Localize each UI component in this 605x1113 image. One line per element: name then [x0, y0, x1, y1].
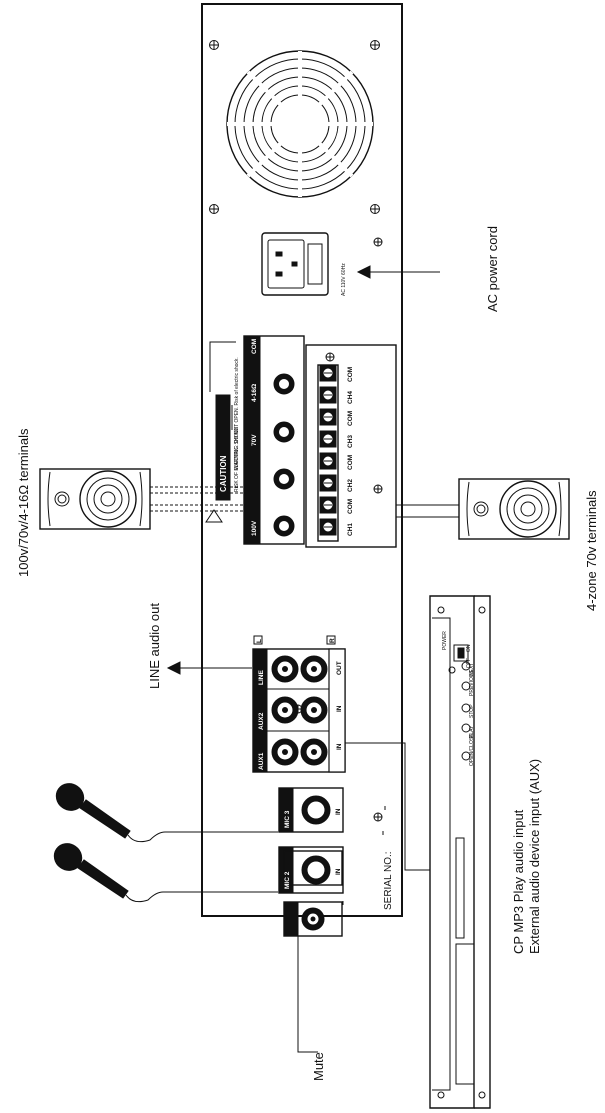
player-button-icon	[461, 751, 471, 761]
speaker-terminal-block	[243, 335, 305, 545]
caution-title: CAUTION	[219, 455, 228, 492]
power-label: POWER	[442, 631, 448, 650]
aux1-label: AUX1	[258, 752, 265, 770]
player-button-label: OPEN/CLOSE	[469, 733, 475, 766]
terminal-label: 70V	[251, 434, 258, 446]
player-button-label: PLAY	[469, 725, 475, 738]
zone-label: CH1	[347, 523, 354, 536]
terminal-label: 4-16Ω	[251, 384, 258, 402]
zone-terminal-strip	[305, 344, 397, 548]
zone-label: COM	[347, 499, 354, 514]
microphone-3-icon	[55, 783, 278, 843]
zone-screw-icon	[319, 408, 337, 426]
terminal-label: COM	[251, 339, 258, 354]
mic2-input-block	[278, 846, 344, 894]
player-button-label: NEXT	[469, 663, 475, 676]
rca-jack-icon	[300, 696, 328, 724]
zone-screw-icon	[319, 430, 337, 448]
speaker-right-icon	[458, 478, 570, 540]
aux-line-input-block	[252, 648, 346, 773]
zone-screw-icon	[319, 474, 337, 492]
zone-label: CH3	[347, 435, 354, 448]
line-label: LINE	[258, 670, 265, 685]
zone-screw-icon	[319, 518, 337, 536]
zone-terminals-label: 4-zone 70v terminals	[584, 490, 599, 611]
mute-leader	[297, 935, 318, 1053]
mp3-player-rack-unit	[429, 595, 491, 1109]
channel-marks	[253, 635, 336, 645]
microphone-2-icon	[53, 843, 278, 903]
ac-inlet-icon	[261, 232, 329, 296]
zone-screw-icon	[319, 386, 337, 404]
power-on-label: ON	[466, 644, 472, 652]
zone-screw-icon	[319, 364, 337, 382]
fan-grille-icon	[226, 50, 374, 198]
right-channel-label: R	[329, 638, 336, 643]
player-button-label: STOP	[469, 704, 475, 718]
rca-jack-icon	[271, 655, 299, 683]
player-button-icon	[461, 681, 471, 691]
speaker-terminals-label: 100v/70v/4-16Ω terminals	[16, 428, 31, 577]
power-off-label: OFF	[466, 658, 472, 668]
external-aux-label: External audio device input (AUX)	[527, 759, 542, 954]
line-out-port-label: OUT	[336, 661, 343, 675]
zone-label: COM	[347, 455, 354, 470]
line-out-arrow	[166, 661, 252, 675]
player-button-icon	[461, 703, 471, 713]
mic3-in-label: IN	[335, 808, 342, 815]
mic3-input-block	[278, 787, 344, 833]
mic2-in-label: IN	[335, 868, 342, 875]
player-button-label: PREVIOUS	[469, 669, 475, 696]
rca-jack-icon	[271, 738, 299, 766]
rca-jack-icon	[271, 696, 299, 724]
serial-number-label: SERIAL NO.:	[383, 851, 394, 910]
aux1-in-label: IN	[336, 743, 343, 750]
mic3-label: MIC 3	[284, 810, 291, 828]
terminal-label: 100V	[251, 520, 258, 536]
player-button-icon	[461, 723, 471, 733]
mute-socket	[283, 901, 343, 937]
mute-input-block	[283, 850, 343, 886]
ac-power-arrow	[356, 265, 440, 279]
rca-jack-icon	[300, 738, 328, 766]
amplifier-rear-panel: AC 110V 60Hz CAUTION RISK OF ELECTRIC SH…	[201, 3, 403, 917]
zone-screw-icon	[319, 496, 337, 514]
zone-label: COM	[347, 411, 354, 426]
zone-screw-icon	[319, 452, 337, 470]
aux2-in-label: IN	[336, 705, 343, 712]
rca-jack-icon	[300, 655, 328, 683]
mic2-label: MIC 2	[284, 871, 291, 889]
cp-mp3-label: CP MP3 Play audio input	[511, 809, 526, 954]
panel-screw-icon	[209, 40, 383, 822]
mute-label: Mute	[311, 1052, 326, 1081]
speaker-wires	[150, 486, 459, 518]
caution-subtitle: RISK OF ELECTRIC SHOCK	[234, 426, 240, 492]
zone-label: COM	[347, 367, 354, 382]
ac-rating-text: AC 110V 60Hz	[341, 263, 347, 296]
aux-cable	[345, 742, 430, 871]
warning-text: WARNING: DO NOT OPEN. Risk of electric s…	[234, 357, 240, 470]
zone-label: CH4	[347, 391, 354, 404]
rca-jacks	[271, 655, 328, 766]
player-button-icon	[461, 661, 471, 671]
ac-power-label: AC power cord	[485, 226, 500, 312]
aux2-label: AUX2	[258, 712, 265, 730]
speaker-left-icon	[39, 468, 151, 530]
zone-label: CH2	[347, 479, 354, 492]
line-out-label: LINE audio out	[147, 603, 162, 689]
left-channel-label: L	[256, 639, 263, 643]
caution-label: CAUTION RISK OF ELECTRIC SHOCK	[205, 394, 240, 523]
